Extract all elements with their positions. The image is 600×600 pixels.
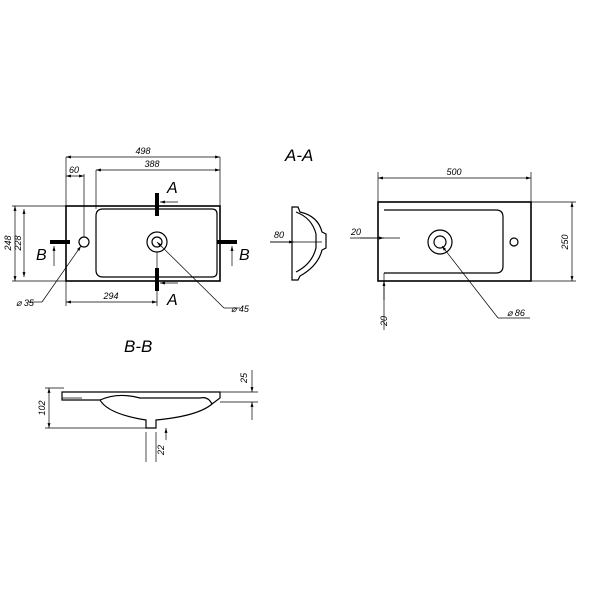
dim-aa-depth: 80 <box>274 230 284 240</box>
bowl-outline <box>95 208 218 278</box>
section-aa: A-A 80 <box>270 146 327 281</box>
section-aa-inner <box>295 211 317 273</box>
right-drain-inner <box>433 235 447 249</box>
cut-label-a-top: A <box>166 180 178 197</box>
dim-right-drain-diameter: ⌀ 86 <box>507 308 525 318</box>
section-title-aa: A-A <box>284 146 313 165</box>
right-bowl-outline <box>384 209 504 274</box>
section-title-bb: B-B <box>124 337 152 356</box>
dim-bb-height: 102 <box>37 400 47 415</box>
cut-label-b-right: B <box>239 247 250 264</box>
dim-drain-offset: 60 <box>69 165 79 175</box>
section-bb-profile <box>61 391 221 429</box>
leader-line-drain <box>156 241 225 309</box>
dim-height-inner: 228 <box>13 235 23 251</box>
dim-right-width: 500 <box>446 167 461 177</box>
top-view: A A B B 498 388 60 248 228 294 <box>3 146 250 314</box>
section-aa-profile <box>291 206 327 281</box>
dim-height-outer: 248 <box>3 235 13 251</box>
dim-drain-diameter: ⌀ 45 <box>231 304 250 314</box>
right-tap-hole <box>509 237 519 247</box>
leader-line-right-drain <box>441 245 499 319</box>
section-bb: B-B 102 25 22 <box>37 337 258 462</box>
cut-label-b-left: B <box>36 247 47 264</box>
dim-right-height: 250 <box>560 234 570 250</box>
dim-right-edge-offset: 20 <box>350 227 361 237</box>
section-bb-inner <box>99 394 213 405</box>
dim-width-overall: 498 <box>135 146 150 156</box>
dim-bb-drain-height: 22 <box>156 445 166 456</box>
right-drain-outer <box>427 229 453 255</box>
tap-hole <box>78 236 90 248</box>
dim-bb-rim: 25 <box>239 372 249 384</box>
right-basin-outline <box>377 201 532 282</box>
dim-right-bottom-offset: 20 <box>379 316 389 327</box>
leader-line-tap-hole <box>41 245 82 303</box>
dim-bowl-offset: 294 <box>102 291 118 301</box>
right-view: 500 250 20 20 ⌀ 86 <box>350 167 576 330</box>
drain-inner <box>151 236 163 248</box>
dim-width-bowl: 388 <box>144 159 159 169</box>
cut-label-a-bottom: A <box>166 292 178 309</box>
dim-tap-hole-diameter: ⌀ 35 <box>16 298 35 308</box>
